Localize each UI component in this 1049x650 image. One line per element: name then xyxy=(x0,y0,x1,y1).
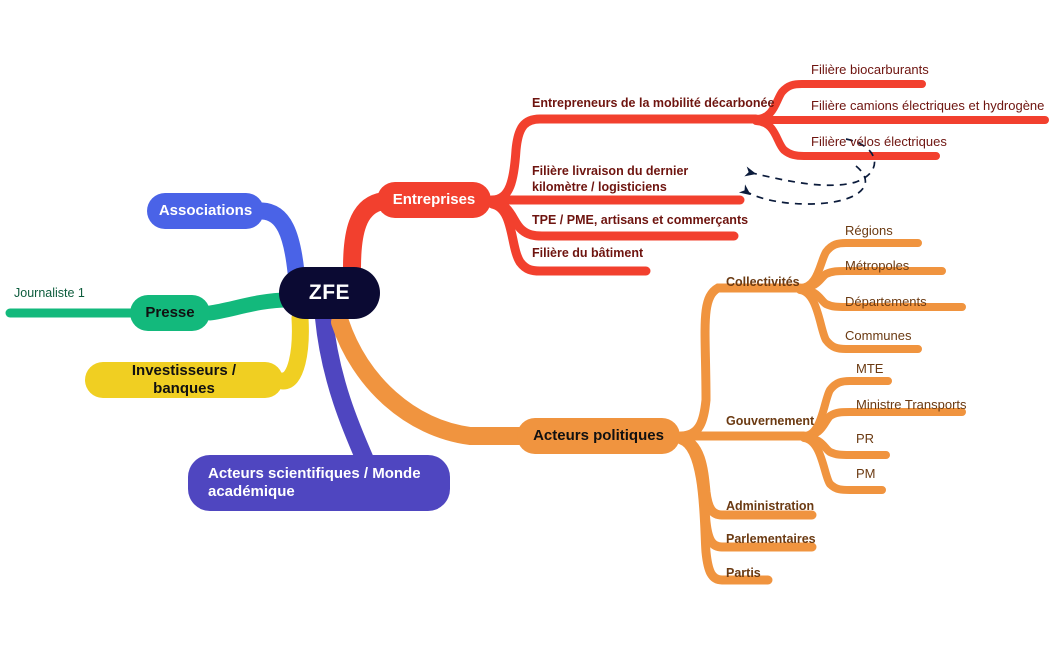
branch-node-investisseurs[interactable]: Investisseurs / banques xyxy=(85,362,283,398)
root-node-zfe[interactable]: ZFE xyxy=(279,267,380,319)
leaf-tpe-pme-artisans-commercants[interactable]: TPE / PME, artisans et commerçants xyxy=(532,213,749,227)
connector-investisseurs xyxy=(274,309,309,390)
leaf-regions[interactable]: Régions xyxy=(845,223,893,238)
leaf-parlementaires[interactable]: Parlementaires xyxy=(726,532,816,546)
connector-entreprises xyxy=(343,193,388,277)
leaf-filiere-du-batiment[interactable]: Filière du bâtiment xyxy=(532,246,644,260)
leaf-gouvernement[interactable]: Gouvernement xyxy=(726,414,815,428)
relation-arrow-velos-to-livraison xyxy=(738,165,867,205)
leaf-departements[interactable]: Départements xyxy=(845,294,927,309)
branch-node-entreprises[interactable]: Entreprises xyxy=(377,182,491,218)
leaf-filiere-camions-electriques-hydrogene[interactable]: Filière camions électriques et hydrogène xyxy=(811,98,1045,113)
leaf-filiere-biocarburants[interactable]: Filière biocarburants xyxy=(811,62,929,77)
leaf-ministre-transports[interactable]: Ministre Transports xyxy=(856,397,967,412)
connector-associations xyxy=(253,202,305,281)
leaf-filiere-livraison-dernier-kilometre[interactable]: Filière livraison du dernier kilomètre /… xyxy=(532,164,689,194)
connector-parlementaires xyxy=(676,434,817,552)
leaf-journaliste-1[interactable]: Journaliste 1 xyxy=(14,286,85,300)
leaf-mte[interactable]: MTE xyxy=(856,361,884,376)
leaf-metropoles[interactable]: Métropoles xyxy=(845,258,910,273)
connector-acteurs-politiques xyxy=(331,313,528,445)
leaf-partis[interactable]: Partis xyxy=(726,566,761,580)
leaf-communes[interactable]: Communes xyxy=(845,328,912,343)
branch-node-associations[interactable]: Associations xyxy=(147,193,264,229)
leaf-entrepreneurs-mobilite-decarbonee[interactable]: Entrepreneurs de la mobilité décarbonée xyxy=(532,96,775,110)
leaf-collectivites[interactable]: Collectivités xyxy=(726,275,800,289)
connector-ministre-transports xyxy=(800,408,966,440)
connector-presse xyxy=(202,292,296,321)
branch-node-acteurs-politiques[interactable]: Acteurs politiques xyxy=(517,418,680,454)
branch-node-acteurs-scientifiques[interactable]: Acteurs scientifiques / Monde académique xyxy=(188,455,450,511)
leaf-filiere-velos-electriques[interactable]: Filière vélos électriques xyxy=(811,134,947,149)
branch-node-presse[interactable]: Presse xyxy=(130,295,210,331)
connector-academique xyxy=(315,309,375,471)
leaf-pr[interactable]: PR xyxy=(856,431,875,446)
leaf-pm[interactable]: PM xyxy=(856,466,876,481)
leaf-administration[interactable]: Administration xyxy=(726,499,815,513)
